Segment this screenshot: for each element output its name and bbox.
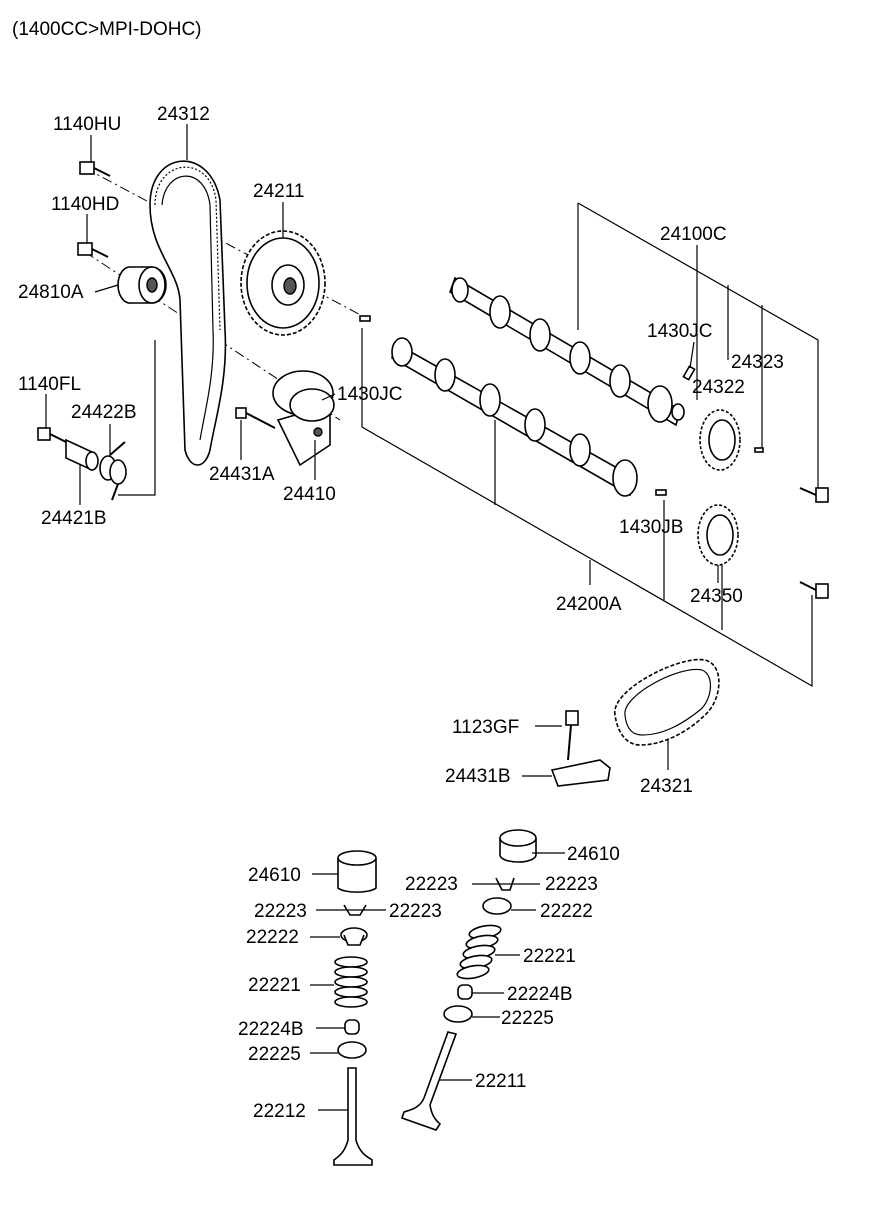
- label-24431A: 24431A: [209, 464, 275, 485]
- timing-belt[interactable]: [149, 160, 227, 466]
- dowel-pin-1430JC-top[interactable]: [682, 365, 696, 381]
- bolt-1140HU[interactable]: [79, 161, 111, 177]
- dowel-pin-1430JB[interactable]: [655, 489, 667, 496]
- sprocket-exhaust[interactable]: [697, 504, 739, 566]
- chain-guide[interactable]: [550, 759, 611, 787]
- tensioner-spring[interactable]: [99, 441, 127, 501]
- label-22221-right: 22221: [523, 946, 576, 967]
- tappet-left[interactable]: [337, 850, 377, 893]
- spring-seat-right[interactable]: [443, 1005, 473, 1023]
- label-1430JB: 1430JB: [619, 517, 683, 538]
- label-22223-left-2: 22223: [389, 901, 442, 922]
- bracket-24100C: [577, 202, 819, 495]
- label-24312: 24312: [157, 104, 210, 125]
- spring-left[interactable]: [334, 956, 368, 1008]
- idler-pulley[interactable]: [117, 266, 167, 304]
- label-1140FL: 1140FL: [18, 374, 81, 395]
- label-24422B: 24422B: [71, 402, 137, 423]
- label-24321: 24321: [640, 776, 693, 797]
- camshaft-intake[interactable]: [449, 276, 685, 427]
- label-24322: 24322: [692, 377, 745, 398]
- label-22211: 22211: [475, 1071, 526, 1092]
- valve-left[interactable]: [333, 1067, 373, 1166]
- label-22224B-left: 22224B: [238, 1019, 304, 1040]
- spring-right[interactable]: [456, 923, 502, 980]
- tappet-right[interactable]: [499, 829, 537, 863]
- label-24211: 24211: [253, 181, 304, 202]
- bolt-1140HD[interactable]: [77, 242, 109, 258]
- label-24323: 24323: [731, 352, 784, 373]
- label-22212: 22212: [253, 1101, 306, 1122]
- cam-pulley[interactable]: [240, 230, 326, 336]
- bolt-sprocket-upper[interactable]: [799, 487, 829, 503]
- label-24610-right: 24610: [567, 844, 620, 865]
- dowel-pin-1430JC-mid[interactable]: [359, 315, 371, 322]
- label-22223-right-1: 22223: [405, 874, 458, 895]
- diagram-title: (1400CC>MPI-DOHC): [12, 19, 202, 40]
- label-22225-right: 22225: [501, 1008, 554, 1029]
- label-1123GF: 1123GF: [452, 717, 519, 738]
- label-22224B-right: 22224B: [507, 984, 573, 1005]
- label-22223-right-2: 22223: [545, 874, 598, 895]
- label-1430JC-top: 1430JC: [647, 321, 713, 342]
- sprocket-intake[interactable]: [699, 409, 741, 471]
- label-24410: 24410: [283, 484, 336, 505]
- label-22223-left-1: 22223: [254, 901, 307, 922]
- label-24421B: 24421B: [41, 508, 107, 529]
- bolt-sprocket-lower[interactable]: [799, 581, 829, 599]
- tensioner[interactable]: [272, 370, 335, 467]
- label-1430JC-mid: 1430JC: [337, 384, 403, 405]
- label-1140HD: 1140HD: [51, 194, 119, 215]
- tensioner-sleeve[interactable]: [65, 438, 99, 472]
- label-24200A: 24200A: [556, 594, 622, 615]
- label-1140HU: 1140HU: [53, 114, 121, 135]
- camshaft-exhaust[interactable]: [391, 337, 638, 497]
- timing-chain[interactable]: [614, 658, 720, 746]
- bracket-24200A: [361, 328, 813, 688]
- leader-lines: [45, 124, 719, 1111]
- key-24323[interactable]: [754, 447, 764, 453]
- label-22222-left: 22222: [246, 927, 299, 948]
- bolt-24431A[interactable]: [235, 407, 276, 429]
- label-24810A: 24810A: [18, 282, 84, 303]
- label-24350: 24350: [690, 586, 743, 607]
- label-24431B: 24431B: [445, 766, 511, 787]
- label-24610-left: 24610: [248, 865, 301, 886]
- retainer-left[interactable]: [340, 927, 368, 946]
- label-22225-left: 22225: [248, 1044, 301, 1065]
- bracket-tensioner: [118, 340, 156, 496]
- label-22221-left: 22221: [248, 975, 301, 996]
- stem-seal-left[interactable]: [344, 1019, 360, 1035]
- label-24100C: 24100C: [660, 224, 727, 245]
- label-22222-right: 22222: [540, 901, 593, 922]
- retainer-right[interactable]: [482, 897, 512, 915]
- valve-right[interactable]: [400, 1031, 458, 1131]
- stem-seal-right[interactable]: [457, 984, 473, 1000]
- spring-seat-left[interactable]: [337, 1041, 367, 1059]
- bolt-1123GF[interactable]: [565, 710, 579, 761]
